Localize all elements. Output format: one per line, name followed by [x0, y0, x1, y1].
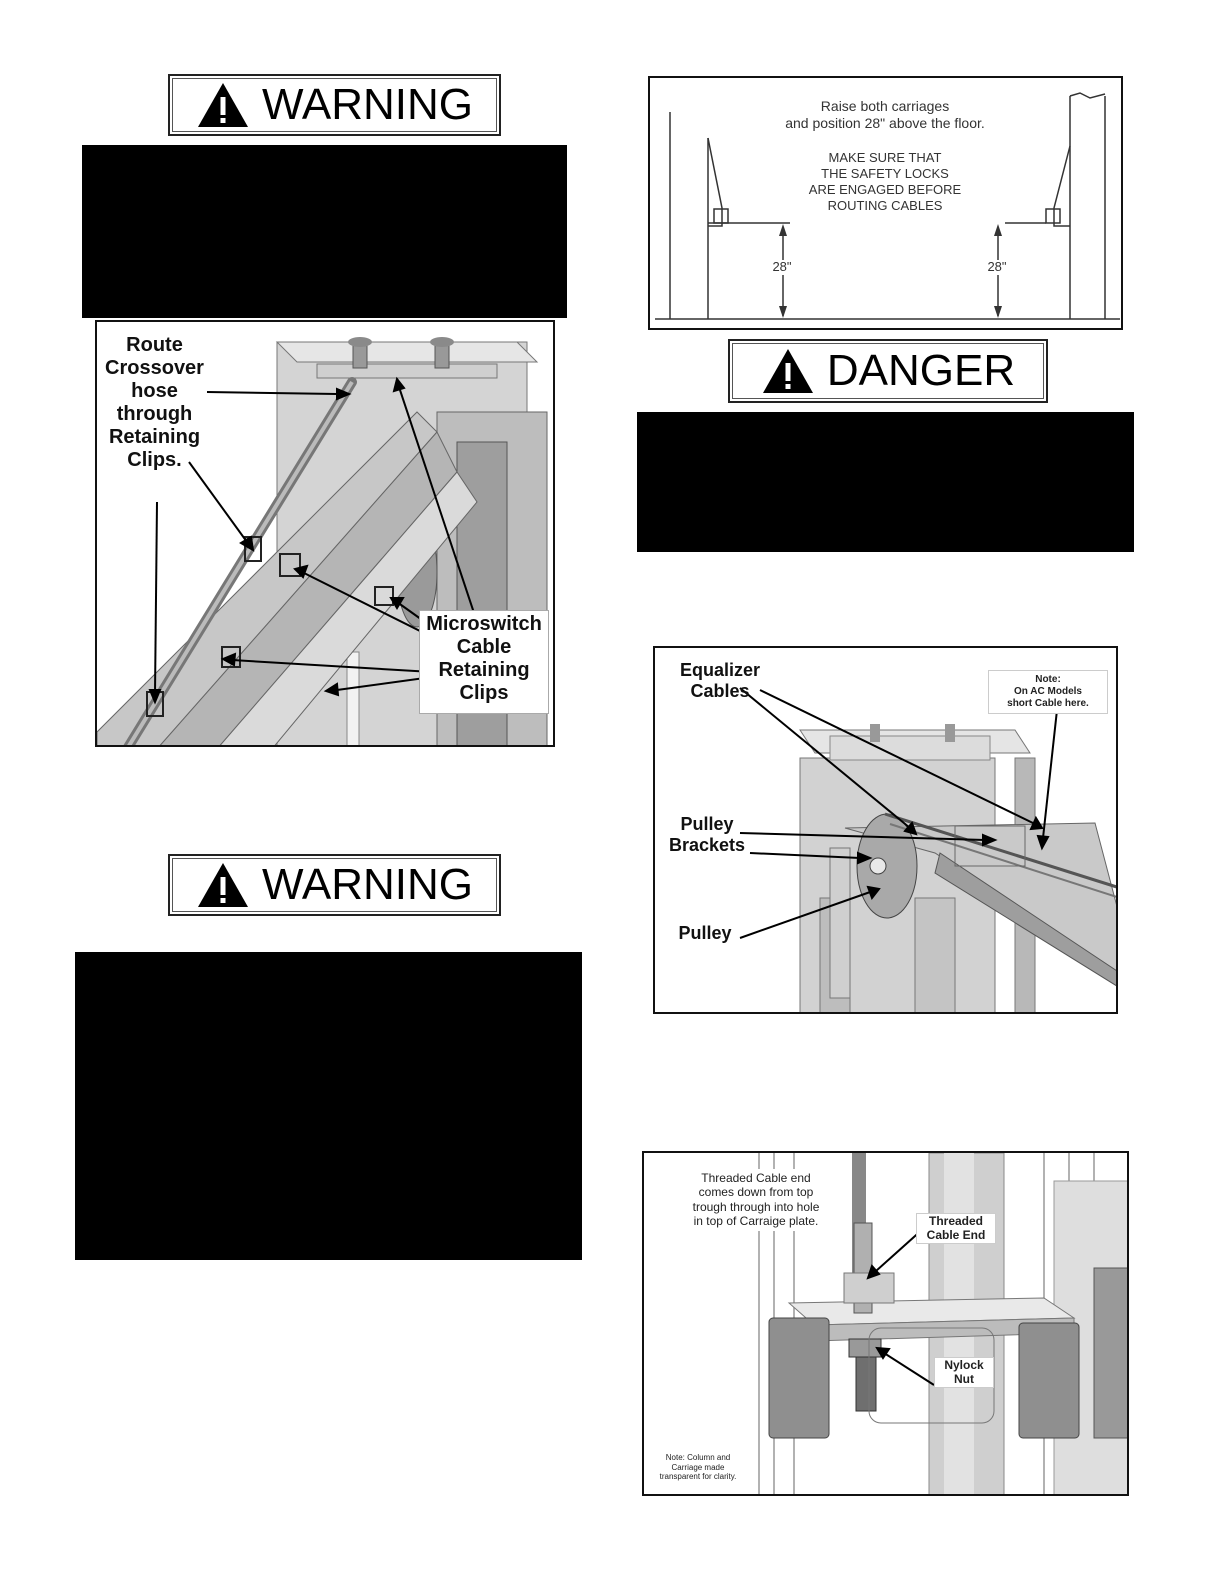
threaded-cable-end-label: Threaded Cable End	[916, 1213, 996, 1244]
carriage-height-drawing	[655, 92, 1120, 320]
dimension-right: 28"	[977, 259, 1017, 275]
figure-carriage-height: Raise both carriages and position 28" ab…	[648, 76, 1123, 330]
figure-equalizer-pulley: Equalizer Cables Pulley Brackets Pulley …	[653, 646, 1118, 1014]
carriage-line-2: and position 28" above the floor.	[785, 115, 985, 131]
route-hose-label: Route Crossover hose through Retaining C…	[105, 334, 204, 471]
redacted-block-1	[82, 145, 567, 318]
danger-triangle-icon	[762, 349, 813, 393]
safety-line-3: ARE ENGAGED BEFORE	[808, 182, 962, 197]
carriage-line-1: Raise both carriages	[820, 98, 950, 114]
transparent-note: Note: Column and Carriage made transpare…	[650, 1453, 746, 1482]
pulley-brackets-label: Pulley Brackets	[668, 814, 746, 855]
safety-line-2: THE SAFETY LOCKS	[821, 166, 949, 181]
danger-word: DANGER	[826, 346, 1016, 395]
warning-sign-bottom: WARNING	[168, 854, 501, 916]
ac-models-note: Note: On AC Models short Cable here.	[988, 670, 1108, 714]
pulley-label: Pulley	[678, 923, 732, 943]
warning-word: WARNING	[261, 860, 474, 909]
equalizer-cables-label: Equalizer Cables	[679, 660, 761, 701]
figure-hose-routing: Route Crossover hose through Retaining C…	[95, 320, 555, 747]
warning-triangle-icon	[197, 863, 248, 907]
dimension-left: 28"	[762, 259, 802, 275]
warning-sign-top: WARNING	[168, 74, 501, 136]
hose-routing-drawing	[97, 337, 548, 745]
microswitch-label: Microswitch Cable Retaining Clips	[426, 613, 542, 704]
danger-sign: DANGER	[728, 339, 1048, 403]
safety-line-1: MAKE SURE THAT	[828, 150, 942, 165]
figure-threaded-cable: Threaded Cable end comes down from top t…	[642, 1151, 1129, 1496]
nylock-nut-label: Nylock Nut	[934, 1357, 994, 1388]
threaded-cable-drawing	[758, 1153, 1127, 1494]
microswitch-label-box	[419, 610, 549, 714]
warning-triangle-icon	[197, 83, 248, 127]
redacted-block-2	[75, 952, 582, 1260]
equalizer-pulley-drawing	[739, 687, 1116, 1012]
redacted-block-3	[637, 412, 1134, 552]
warning-word: WARNING	[261, 80, 474, 129]
threaded-end-description: Threaded Cable end comes down from top t…	[672, 1169, 840, 1231]
safety-line-4: ROUTING CABLES	[827, 198, 943, 213]
